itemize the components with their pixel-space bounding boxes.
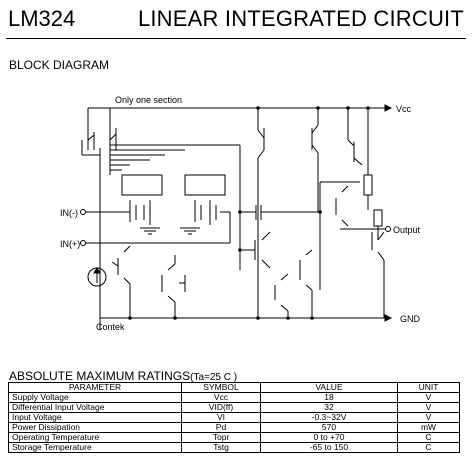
vcc-label: Vcc bbox=[396, 104, 412, 114]
parameter-cell: Input Voltage bbox=[8, 412, 182, 423]
table-header-row: PARAMETER SYMBOL VALUE UNIT bbox=[8, 382, 460, 393]
ratings-heading: ABSOLUTE MAXIMUM RATINGS(Ta=25 C ) bbox=[9, 369, 237, 383]
in-plus-terminal bbox=[80, 240, 86, 246]
part-number: LM324 bbox=[8, 6, 76, 31]
unit-cell: V bbox=[397, 412, 460, 423]
value-cell: 18 bbox=[260, 392, 398, 403]
table-row: Differential Input Voltage VID(ff) 32 V bbox=[8, 402, 460, 413]
output-terminal bbox=[385, 226, 391, 232]
vcc-arrow bbox=[384, 104, 393, 112]
in-minus-terminal bbox=[80, 209, 86, 215]
in-plus-label: IN(+) bbox=[60, 239, 80, 249]
col-value: VALUE bbox=[260, 382, 398, 393]
symbol-cell: Vcc bbox=[181, 392, 261, 403]
symbol-cell: Tstg bbox=[181, 442, 261, 453]
table-row: Operating Temperature Topr 0 to +70 C bbox=[8, 432, 460, 443]
block-diagram-title: BLOCK DIAGRAM bbox=[9, 58, 110, 72]
col-parameter: PARAMETER bbox=[8, 382, 182, 393]
unit-cell: C bbox=[397, 432, 460, 443]
value-cell: -0.3~32V bbox=[260, 412, 398, 423]
in-minus-label: IN(-) bbox=[60, 208, 78, 218]
parameter-cell: Power Dissipation bbox=[8, 422, 182, 433]
table-row: Storage Temperature Tstg -65 to 150 C bbox=[8, 442, 460, 453]
gnd-arrow bbox=[384, 314, 393, 322]
value-cell: 0 to +70 bbox=[260, 432, 398, 443]
parameter-cell: Operating Temperature bbox=[8, 432, 182, 443]
document-title: LINEAR INTEGRATED CIRCUIT bbox=[137, 6, 464, 31]
symbol-cell: Topr bbox=[181, 432, 261, 443]
contek-label: Contek bbox=[96, 322, 125, 332]
ratings-condition: (Ta=25 C ) bbox=[190, 372, 238, 383]
output-label: Output bbox=[393, 225, 421, 235]
parameter-cell: Storage Temperature bbox=[8, 442, 182, 453]
symbol-cell: Pd bbox=[181, 422, 261, 433]
ratings-title: ABSOLUTE MAXIMUM RATINGS bbox=[9, 369, 191, 383]
gnd-label: GND bbox=[400, 314, 421, 324]
unit-cell: V bbox=[397, 392, 460, 403]
value-cell: 32 bbox=[260, 402, 398, 413]
table-row: Input Voltage VI -0.3~32V V bbox=[8, 412, 460, 423]
value-cell: 570 bbox=[260, 422, 398, 433]
unit-cell: C bbox=[397, 442, 460, 453]
col-symbol: SYMBOL bbox=[181, 382, 261, 393]
value-cell: -65 to 150 bbox=[260, 442, 398, 453]
absolute-max-ratings-table: PARAMETER SYMBOL VALUE UNIT Supply Volta… bbox=[8, 382, 460, 453]
unit-cell: mW bbox=[397, 422, 460, 433]
table-row: Power Dissipation Pd 570 mW bbox=[8, 422, 460, 433]
col-unit: UNIT bbox=[397, 382, 460, 393]
symbol-cell: VID(ff) bbox=[181, 402, 261, 413]
only-section-label: Only one section bbox=[115, 95, 182, 105]
header-divider bbox=[6, 38, 466, 39]
parameter-cell: Supply Voltage bbox=[8, 392, 182, 403]
parameter-cell: Differential Input Voltage bbox=[8, 402, 182, 413]
symbol-cell: VI bbox=[181, 412, 261, 423]
unit-cell: V bbox=[397, 402, 460, 413]
table-row: Supply Voltage Vcc 18 V bbox=[8, 392, 460, 403]
